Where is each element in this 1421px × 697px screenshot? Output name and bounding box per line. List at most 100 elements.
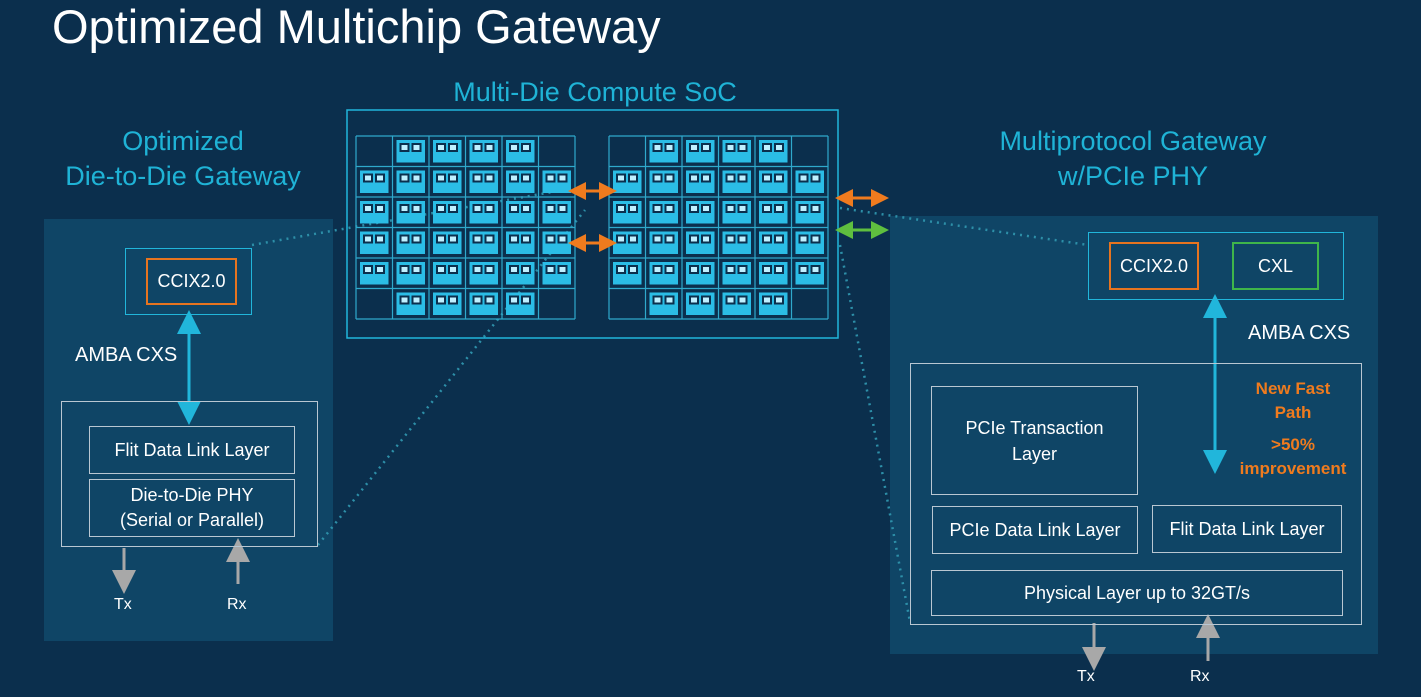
right-stack-outline [910,363,1362,625]
compute-tile [649,170,678,193]
compute-tile [542,201,571,224]
compute-tile [686,231,715,254]
soc-heading: Multi-Die Compute SoC [453,77,737,107]
compute-tile [469,262,498,285]
compute-tile [722,262,751,285]
compute-tile [360,231,389,254]
compute-tile [433,231,462,254]
compute-tile [722,140,751,163]
right-ccix-box: CCIX2.0 [1109,242,1199,290]
compute-tile [469,140,498,163]
right-cxl-box: CXL [1232,242,1319,290]
fast-path-line2: Path [1274,403,1312,422]
compute-tile [433,292,462,315]
improvement-line1: >50% [1271,435,1315,454]
compute-tile [722,231,751,254]
compute-tile [396,170,425,193]
fast-path-line1: New Fast [1255,379,1331,398]
right-amba-label: AMBA CXS [1248,322,1351,344]
left-heading-line2: Die-to-Die Gateway [65,161,301,191]
compute-tile [686,201,715,224]
right-heading-line2: w/PCIe PHY [1057,161,1209,191]
compute-tile [396,231,425,254]
compute-tile [613,262,642,285]
physical-layer: Physical Layer up to 32GT/s [931,570,1343,616]
compute-tile [360,262,389,285]
compute-tile [722,201,751,224]
compute-tile [649,201,678,224]
compute-tile [469,170,498,193]
compute-tile [759,231,788,254]
compute-tile [469,201,498,224]
left-amba-label: AMBA CXS [75,344,178,366]
compute-tile [613,231,642,254]
compute-tile [360,201,389,224]
compute-tile [649,262,678,285]
compute-tile [506,292,535,315]
compute-tile [613,201,642,224]
compute-tile [469,231,498,254]
compute-tile [396,292,425,315]
compute-tile [542,262,571,285]
right-flit-layer: Flit Data Link Layer [1152,505,1342,553]
compute-tile [396,262,425,285]
compute-tile [759,140,788,163]
compute-tile [433,262,462,285]
pcie-data-link-layer: PCIe Data Link Layer [932,506,1138,554]
left-stack-outline [61,401,318,547]
compute-tile [722,170,751,193]
compute-tile [759,170,788,193]
compute-tile [759,201,788,224]
compute-tile [649,140,678,163]
left-rx-label: Rx [227,596,247,613]
compute-tile [649,231,678,254]
compute-die-right [608,135,829,320]
compute-tile [506,231,535,254]
right-heading-line1: Multiprotocol Gateway [999,126,1267,156]
compute-tile [396,201,425,224]
improvement-line2: improvement [1239,459,1347,478]
compute-tile [686,262,715,285]
right-tx-label: Tx [1077,668,1095,685]
compute-tile [686,292,715,315]
compute-tile [613,170,642,193]
compute-tile [649,292,678,315]
compute-tile [542,231,571,254]
transaction-line2: Layer [1011,443,1058,464]
improvement-label: >50% improvement [1226,433,1360,481]
page-title: Optimized Multichip Gateway [52,0,661,53]
compute-tile [759,292,788,315]
compute-tile [506,140,535,163]
compute-dies [355,135,829,320]
pcie-transaction-layer: PCIe Transaction Layer [931,386,1138,495]
left-phy-layer: Die-to-Die PHY (Serial or Parallel) [89,479,295,537]
compute-tile [506,170,535,193]
compute-tile [542,170,571,193]
left-phy-line1: Die-to-Die PHY [130,485,254,505]
left-gateway-panel [44,219,333,641]
compute-tile [795,170,824,193]
compute-tile [506,262,535,285]
left-tx-label: Tx [114,596,132,613]
compute-tile [795,262,824,285]
left-heading-line1: Optimized [122,126,244,156]
compute-tile [469,292,498,315]
compute-tile [795,231,824,254]
compute-tile [396,140,425,163]
right-protocol-container [1088,232,1344,300]
compute-tile [433,140,462,163]
left-phy-line2: (Serial or Parallel) [119,510,265,530]
right-rx-label: Rx [1190,668,1210,685]
compute-tile [433,201,462,224]
compute-tile [795,201,824,224]
compute-tile [686,170,715,193]
compute-tile [759,262,788,285]
compute-tile [722,292,751,315]
compute-tile [686,140,715,163]
compute-die-left [355,135,576,320]
left-flit-layer: Flit Data Link Layer [89,426,295,474]
fast-path-label: New Fast Path [1232,377,1354,425]
compute-tile [506,201,535,224]
left-ccix-container [125,248,252,315]
